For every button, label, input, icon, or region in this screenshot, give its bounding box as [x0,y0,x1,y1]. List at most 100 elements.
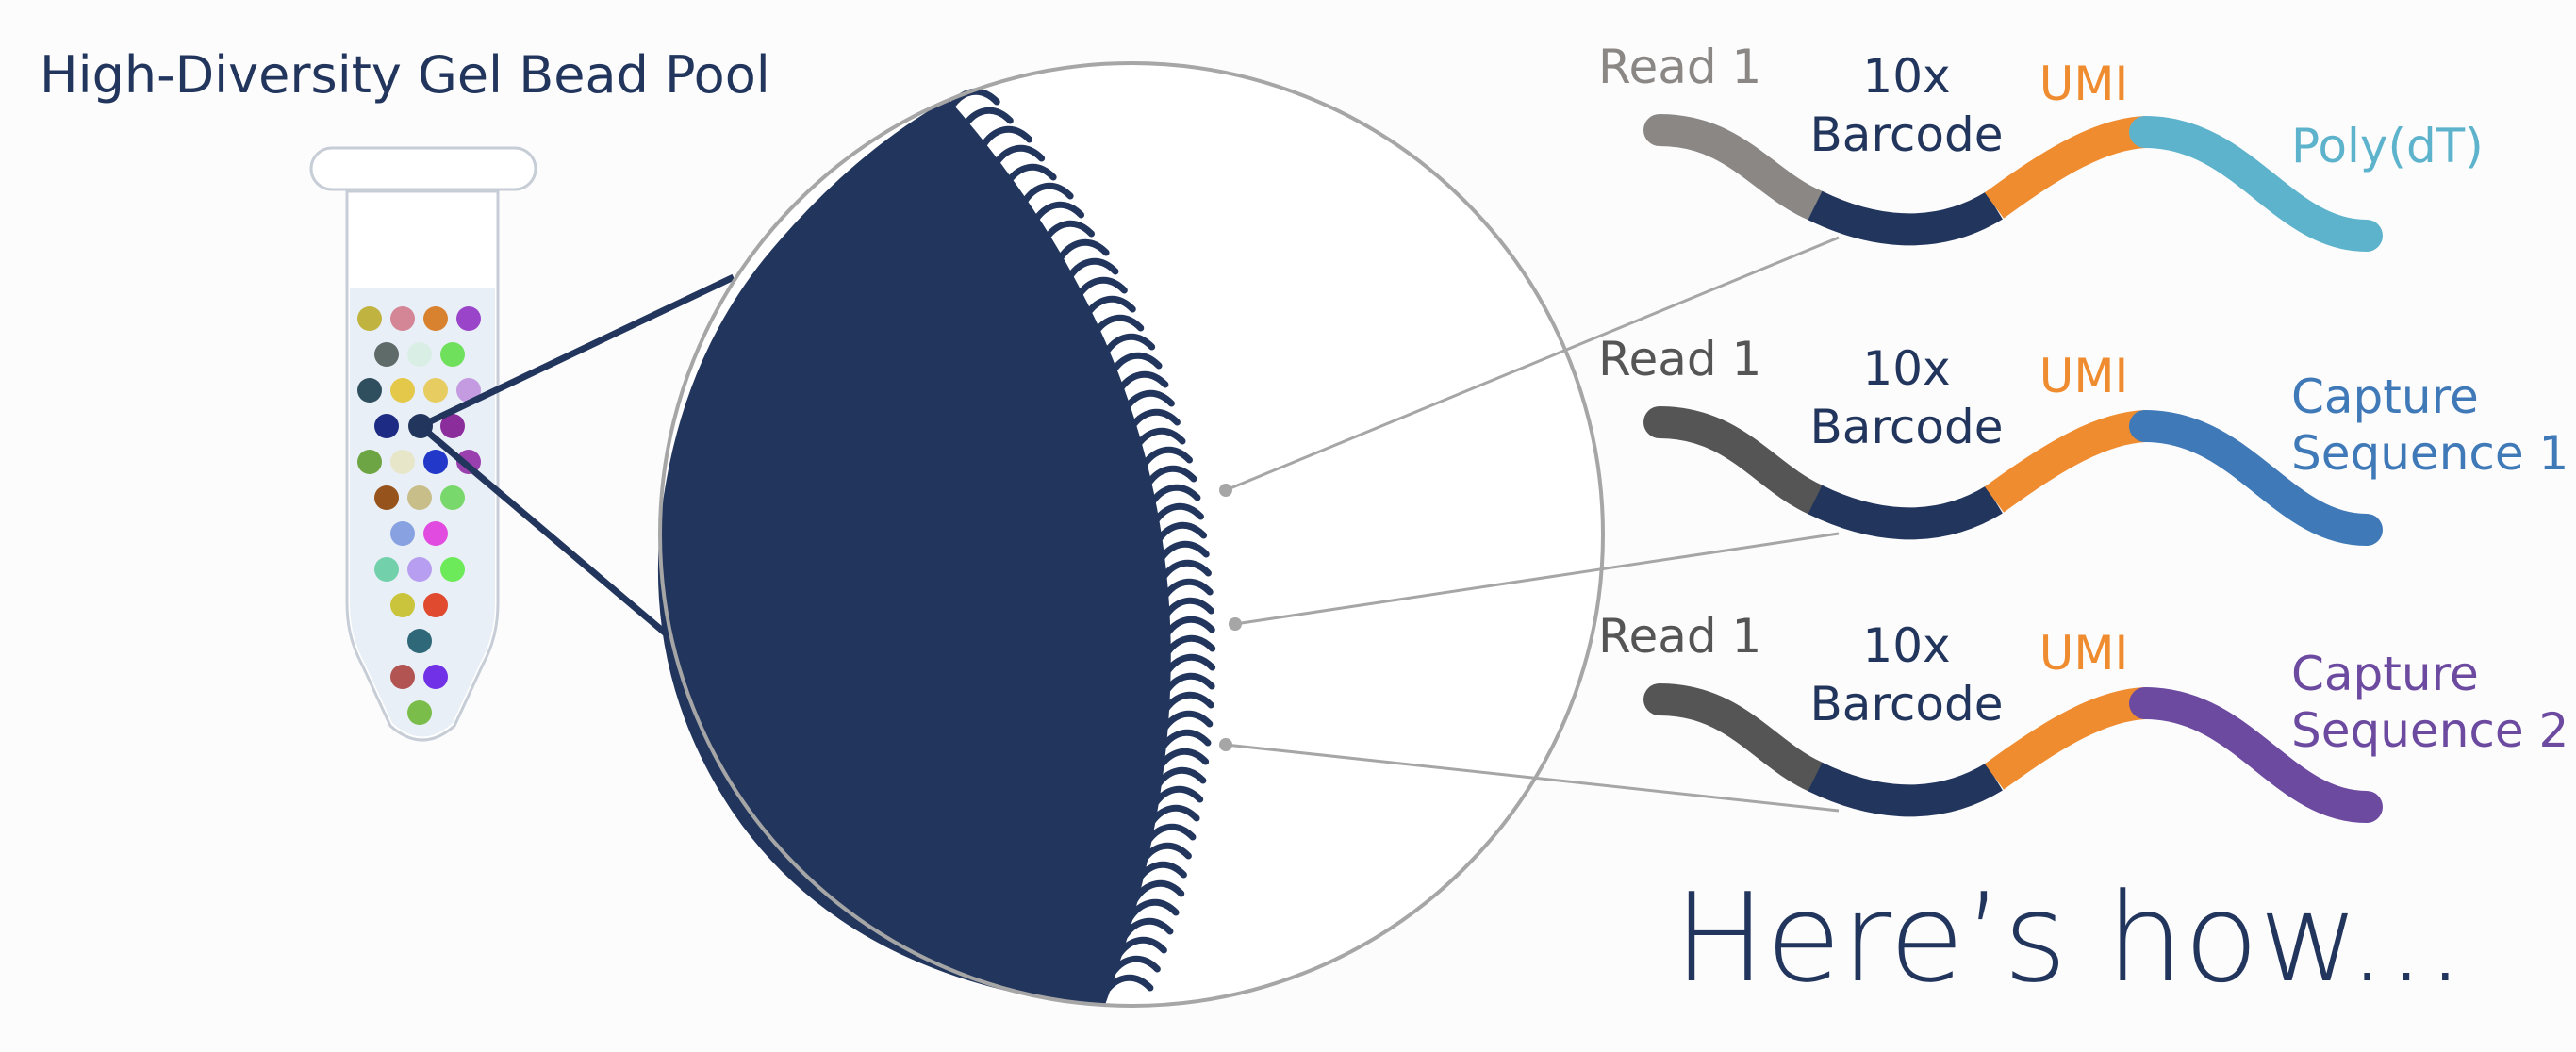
bead-oligo-hair [1161,672,1215,698]
barcode-label-line1: 10x [1862,341,1950,396]
tube-bead [390,521,415,546]
tube-bead [456,306,481,331]
outro-text: Here’s how... [1674,866,2465,1010]
oligo-connectors [1219,236,1840,813]
zoom-lines [418,273,735,636]
bead-oligo-hair [1120,389,1175,415]
umi-segment [1984,116,2147,219]
bead-oligo-hair [1055,238,1110,264]
capture-label-line1: Capture [2291,370,2479,424]
tube-bead [357,306,382,331]
bead-oligo-hair [1041,220,1096,245]
capture-label-line2: Sequence 1 [2291,426,2568,481]
connector-line-2 [1234,532,1840,626]
barcode-segment [1808,485,2003,540]
tube-bead [423,665,448,689]
bead-oligo-hairs [946,88,1216,999]
tube-bead [407,700,432,725]
bead-oligo-hair [1131,427,1186,452]
tube-bead [374,485,399,510]
tube-cap [309,146,537,191]
tube-bead [407,485,432,510]
read1-segment [1643,406,1831,516]
tube-bead [440,485,465,510]
tube-bead [440,414,465,438]
barcode-label-line1: 10x [1862,618,1950,673]
capture-sequence-2-segment [2129,687,2383,823]
bead-oligo-hair [1155,540,1210,566]
tube-bead [407,557,432,582]
bead-oligo-hair [1132,861,1187,886]
umi-label: UMI [2039,57,2128,111]
bead-oligo-hair [1150,502,1204,528]
bead-oligo-hair [1160,597,1214,622]
bead-oligo-hair [1149,785,1204,811]
bead-oligo-hair [1125,898,1180,924]
bead-oligo-hair [1126,408,1181,434]
zoom-line-upper [419,273,735,430]
barcode-segment [1808,190,2003,246]
read1-segment [1643,683,1831,793]
capture-label-line1: Capture [2291,647,2479,701]
bead-oligo-hair [1162,634,1216,660]
umi-label: UMI [2039,349,2128,403]
tube-bead [423,593,448,617]
polydt-segment [2129,116,2383,252]
tube-bead [423,450,448,474]
bead-oligo-hair [1152,766,1207,792]
bead-oligo-hair [1153,521,1208,547]
barcode-segment [1808,762,2003,817]
gel-bead-tube [309,146,537,742]
tube-bead [374,414,399,438]
tube-bead [357,450,382,474]
bead-oligo-hair [1143,465,1197,490]
bead-oligo-hair [1142,823,1197,848]
tube-bead [390,306,415,331]
bead-oligo-hair [1159,578,1214,603]
barcode-label-line1: 10x [1862,49,1950,104]
connector-line-1 [1225,236,1840,492]
tube-bead [440,557,465,582]
bead-oligo-hair [1031,201,1085,226]
zoom-circle-outline [658,61,1605,1008]
bead-oligo-hair [1002,163,1057,189]
magnified-bead [657,61,1605,1008]
barcode-label-line2: Barcode [1810,400,2004,454]
tube-bead [374,557,399,582]
oligo-polydt: Read 1 10x Barcode UMI Poly(dT) [1598,40,2484,252]
connector-dot-2 [1229,617,1242,631]
umi-label: UMI [2039,626,2128,681]
connector-line-3 [1225,743,1840,813]
read1-segment [1643,114,1831,222]
polydt-label: Poly(dT) [2291,119,2484,173]
bead-oligo-hair [1106,955,1161,980]
bead-oligo-hair [1119,917,1174,943]
tube-bead [357,378,382,403]
capture-sequence-1-segment [2129,410,2383,546]
bead-oligo-hair [1137,842,1192,867]
tube-bead [390,378,415,403]
read1-label: Read 1 [1598,40,1761,94]
umi-segment [1984,687,2147,790]
bead-oligo-hair [991,144,1046,170]
oligo-capture-sequence-2: Read 1 10x Barcode UMI Capture Sequence … [1598,609,2568,823]
bead-oligo-hair [1082,295,1136,321]
bead-oligo-hair [1115,370,1169,396]
tube-bead [456,378,481,403]
bead-oligo-hair [1073,276,1128,302]
bead-oligo-hair [1159,710,1214,735]
tube-bead [407,629,432,653]
capture-label-line2: Sequence 2 [2291,703,2568,758]
bead-oligo-hair [1090,314,1145,339]
bead-oligo-hair [1146,804,1200,830]
bead-oligo-hair [1113,936,1167,962]
read1-label: Read 1 [1598,332,1761,386]
tube-bead [390,593,415,617]
bead-body [657,99,1171,1005]
bead-oligo-hair [1160,691,1214,716]
bead-oligo-hair [1147,484,1201,509]
diagram-title: High-Diversity Gel Bead Pool [40,45,770,105]
bead-oligo-hair [1155,748,1210,773]
bead-oligo-hair [1157,559,1212,584]
